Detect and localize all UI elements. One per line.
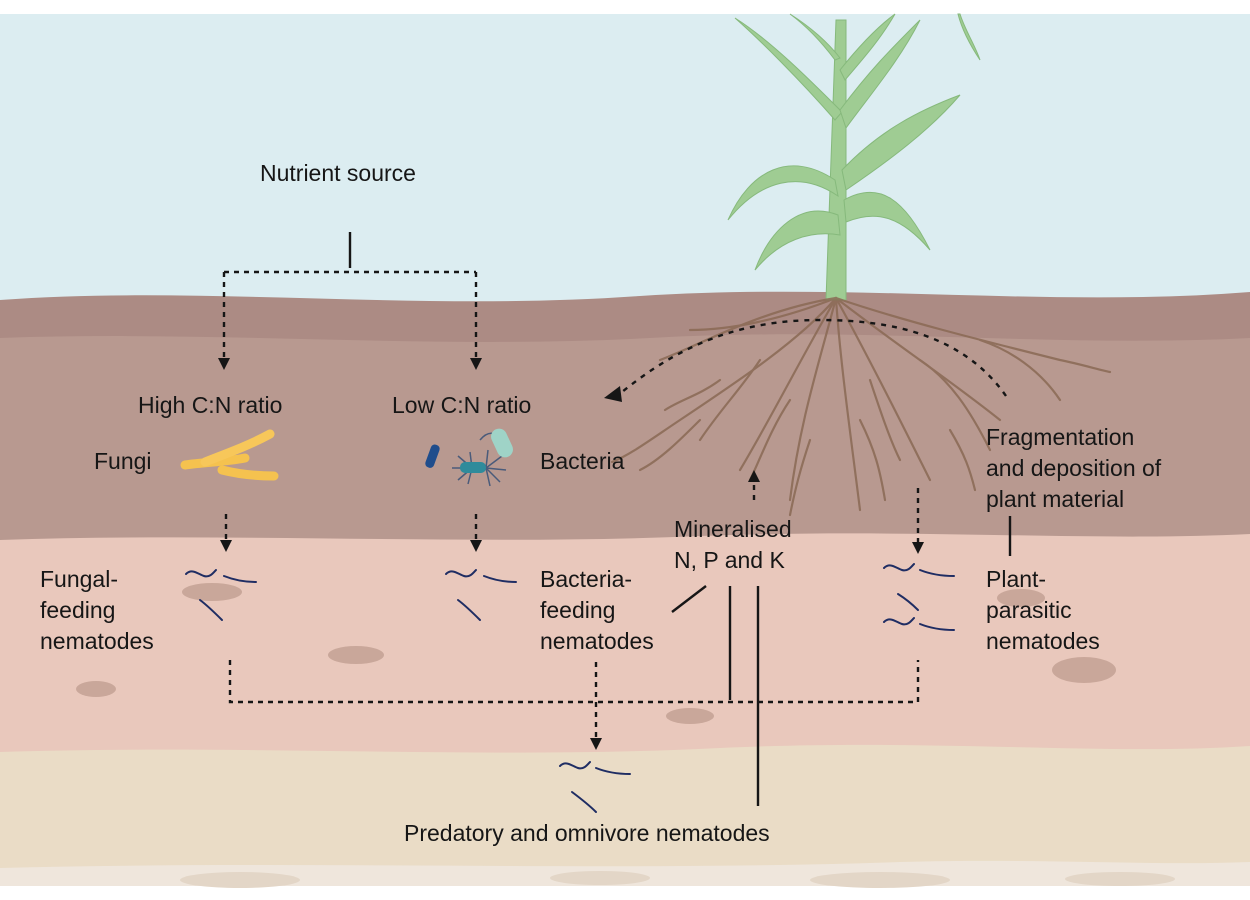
bacterial-nematode-arrowhead: [470, 540, 482, 552]
predatory-omnivore-nematodes-label: Predatory and omnivore nematodes: [404, 820, 770, 846]
bacteria-feeding-nematodes-label: Bacteria- feeding nematodes: [540, 564, 654, 657]
bacteria-feeding-line-2: feeding: [540, 597, 616, 623]
low-cn-ratio-label: Low C:N ratio: [392, 392, 532, 418]
soil-pebbles: [76, 583, 1116, 724]
plant-parasitic-nematodes-label: Plant- parasitic nematodes: [986, 564, 1100, 657]
arrowheads: [218, 358, 924, 750]
nematodes-predatory: [559, 761, 631, 813]
fragmentation-line-2: and deposition of: [986, 455, 1162, 481]
sky: [0, 14, 1250, 314]
low-cn-arrowhead: [470, 358, 482, 370]
nematodes-fungal: [185, 569, 257, 621]
fungal-feeding-line-3: nematodes: [40, 628, 154, 654]
solid-connectors: [671, 516, 1012, 806]
bottom-collector-line: [228, 660, 920, 704]
parasitic-nematode-arrowhead: [912, 542, 924, 554]
roots-uptake-arrowhead: [748, 470, 760, 482]
high-cn-arrowhead: [218, 358, 230, 370]
fragmentation-arc: [621, 318, 1007, 397]
frame-bottom: [0, 886, 1250, 900]
bacteria-icon: [425, 428, 513, 487]
predatory-arrowhead: [590, 738, 602, 750]
nematodes-bacterial: [445, 569, 517, 621]
high-cn-ratio-label: High C:N ratio: [138, 392, 283, 418]
fungal-feeding-line-1: Fungal-: [40, 566, 118, 592]
bedrock-stones: [180, 871, 1175, 888]
bacteria-feeding-line-1: Bacteria-: [540, 566, 633, 592]
nematodes-plant-parasitic: [883, 563, 955, 631]
nutrient-source-label: Nutrient source: [260, 160, 416, 186]
fungi-label: Fungi: [94, 448, 152, 474]
mineralised-label: Mineralised N, P and K: [674, 514, 792, 576]
plant-parasitic-line-1: Plant-: [986, 566, 1047, 592]
fungal-feeding-line-2: feeding: [40, 597, 116, 623]
sand-layer: [0, 744, 1250, 890]
mineralised-to-bacterial-line: [671, 585, 707, 613]
bacteria-label: Bacteria: [540, 448, 625, 474]
fungi-icon: [180, 429, 279, 481]
fungal-nematode-arrowhead: [220, 540, 232, 552]
fragmentation-line-3: plant material: [986, 486, 1125, 512]
mineralised-line-2: N, P and K: [674, 547, 785, 573]
plant-parasitic-line-2: parasitic: [986, 597, 1072, 623]
fungal-feeding-nematodes-label: Fungal- feeding nematodes: [40, 564, 154, 657]
fragmentation-label: Fragmentation and deposition of plant ma…: [986, 422, 1161, 515]
connector-arrows: [222, 232, 1007, 738]
fragmentation-line-1: Fragmentation: [986, 424, 1135, 450]
fragmentation-arrowhead: [604, 386, 622, 402]
maize-plant: [727, 13, 981, 301]
plant-parasitic-line-3: nematodes: [986, 628, 1100, 654]
mineralised-line-1: Mineralised: [674, 516, 792, 542]
bacteria-feeding-line-3: nematodes: [540, 628, 654, 654]
